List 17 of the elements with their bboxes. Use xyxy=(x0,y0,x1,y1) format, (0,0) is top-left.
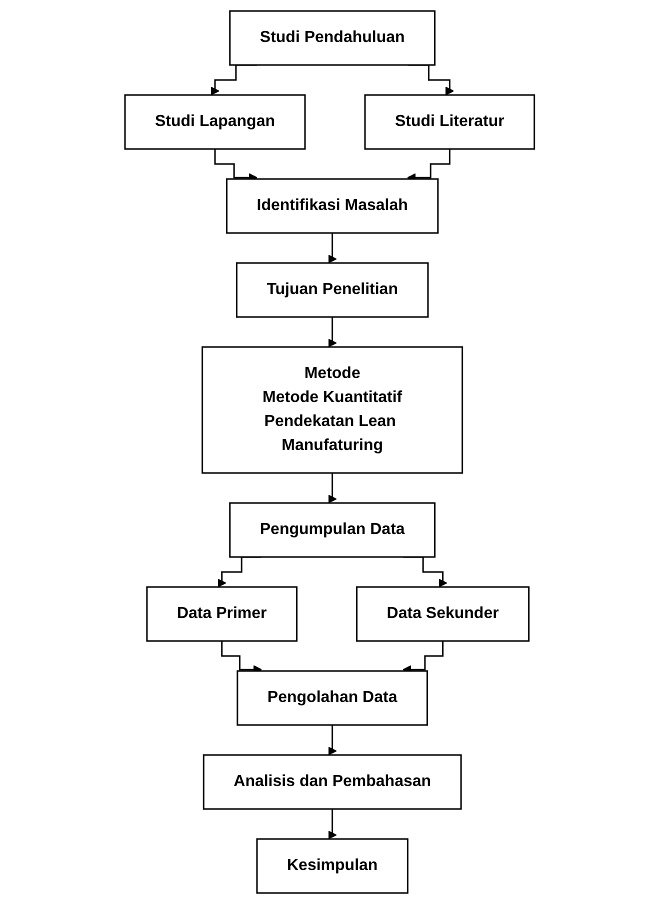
node-box: Studi Lapangan xyxy=(124,94,306,150)
arrow xyxy=(328,472,338,504)
arrow xyxy=(328,316,338,348)
node-box: Studi Pendahuluan xyxy=(229,10,436,66)
arrow xyxy=(328,232,338,264)
node-box: Data Primer xyxy=(146,586,298,642)
node-box: Identifikasi Masalah xyxy=(226,178,439,234)
node-box: Studi Literatur xyxy=(364,94,536,150)
node-box: Pengolahan Data xyxy=(237,670,428,726)
arrow xyxy=(328,724,338,756)
arrow xyxy=(328,808,338,840)
node-box: Kesimpulan xyxy=(256,838,409,894)
node-box: Tujuan Penelitian xyxy=(236,262,430,318)
node-box: Analisis dan Pembahasan xyxy=(203,754,462,810)
node-box: Data Sekunder xyxy=(356,586,530,642)
node-box: Pengumpulan Data xyxy=(229,502,436,558)
node-box: Metode Metode Kuantitatif Pendekatan Lean Manufaturing xyxy=(202,346,464,474)
